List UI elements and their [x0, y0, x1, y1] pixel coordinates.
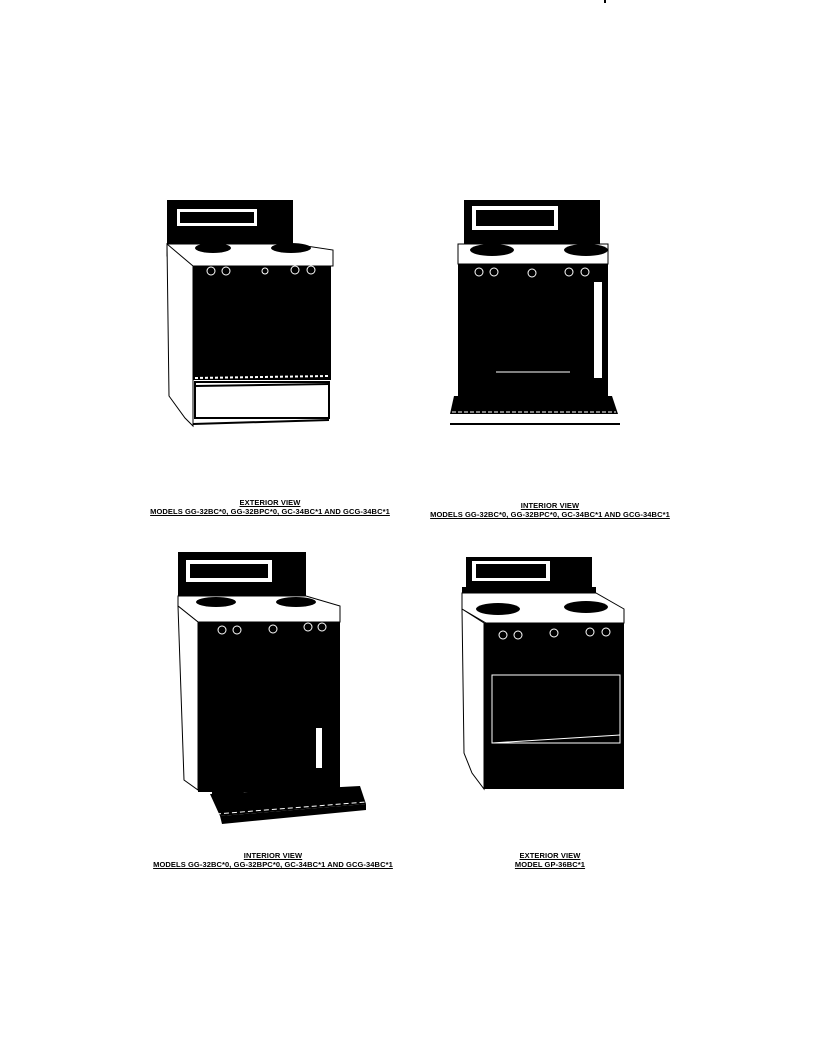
figure-models: MODELS GG-32BC*0, GG-32BPC*0, GC-34BC*1 …	[430, 510, 670, 519]
range-exterior-view-image	[461, 557, 625, 791]
range-interior-view-image	[450, 200, 620, 425]
figure-models: MODELS GG-32BC*0, GG-32BPC*0, GC-34BC*1 …	[150, 507, 390, 516]
figure-caption-3: INTERIOR VIEW MODELS GG-32BC*0, GG-32BPC…	[133, 851, 413, 869]
figure-models: MODELS GG-32BC*0, GG-32BPC*0, GC-34BC*1 …	[153, 860, 393, 869]
range-interior-view-image	[177, 552, 367, 824]
figure-caption-4: EXTERIOR VIEW MODEL GP-36BC*1	[490, 851, 610, 869]
range-exterior-view-image	[166, 200, 334, 428]
figure-caption-1: EXTERIOR VIEW MODELS GG-32BC*0, GG-32BPC…	[130, 498, 410, 516]
figure-caption-2: INTERIOR VIEW MODELS GG-32BC*0, GG-32BPC…	[410, 501, 690, 519]
figure-title: INTERIOR VIEW	[520, 501, 580, 510]
figure-title: INTERIOR VIEW	[243, 851, 303, 860]
figure-title: EXTERIOR VIEW	[239, 498, 301, 507]
figure-title: EXTERIOR VIEW	[519, 851, 581, 860]
figure-models: MODEL GP-36BC*1	[514, 860, 586, 869]
scan-mark	[604, 0, 606, 3]
